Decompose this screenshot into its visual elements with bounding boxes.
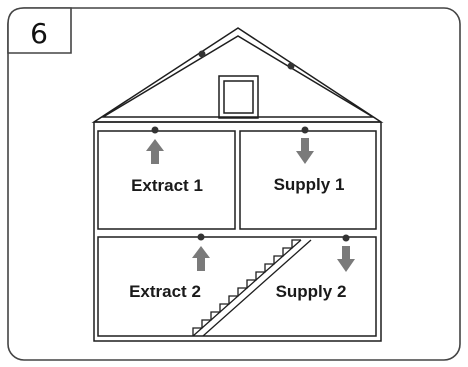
extract-2-arrow-up-icon: [192, 246, 210, 271]
roof: [91, 27, 384, 123]
extract-1-duct-point: [151, 126, 159, 134]
duct-points: [151, 50, 350, 242]
house-walls: [93, 121, 382, 342]
step-number-tab: [7, 7, 72, 54]
supply-2-duct-point: [342, 234, 350, 242]
room-label-supply-1: Supply 1: [274, 175, 345, 194]
airflow-arrows: [146, 138, 355, 272]
supply-1-arrow-down-icon: [296, 138, 314, 164]
roof-duct-point-right: [287, 62, 295, 70]
extract-1-arrow-up-icon: [146, 139, 164, 164]
room-label-extract-2: Extract 2: [129, 282, 201, 301]
step-number: 6: [30, 17, 48, 50]
supply-1-duct-point: [301, 126, 309, 134]
figure-frame: [7, 7, 461, 361]
staircase: [192, 239, 312, 337]
roof-duct-point-left: [198, 50, 206, 58]
room-label-supply-2: Supply 2: [276, 282, 347, 301]
extract-2-duct-point: [197, 233, 205, 241]
attic-window: [218, 75, 259, 119]
supply-2-arrow-down-icon: [337, 246, 355, 272]
room-label-extract-1: Extract 1: [131, 176, 203, 195]
